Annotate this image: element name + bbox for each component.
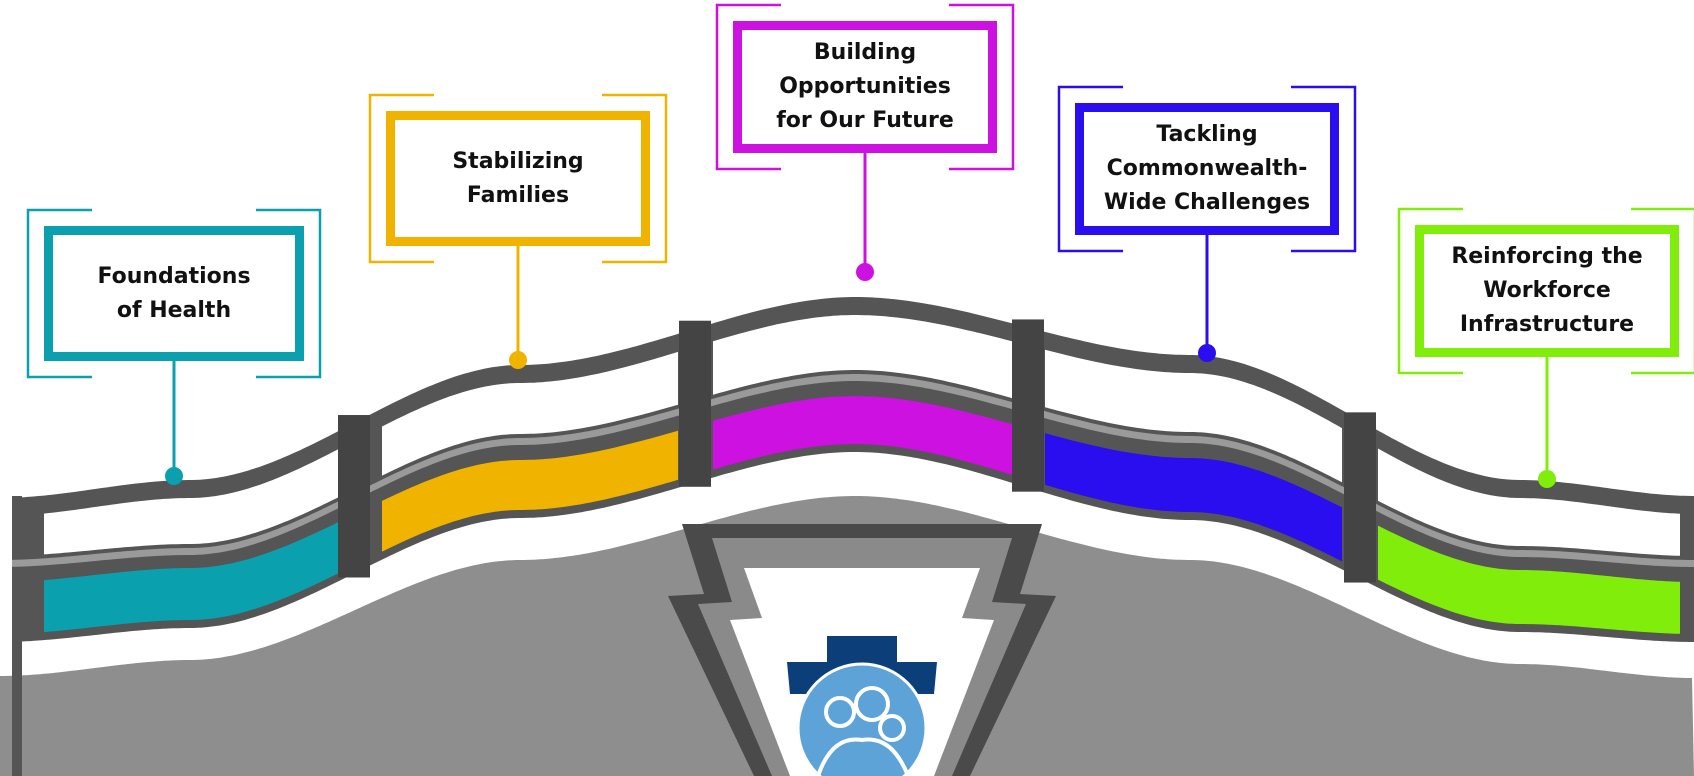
bracket-left-foundations (26, 208, 92, 379)
bracket-right-building (949, 3, 1015, 171)
bridge-color-band-stabilizing (382, 430, 678, 552)
pillar-label-foundations: Foundations of Health (97, 263, 251, 323)
pillar-label-building: Building Opportunities for Our Future (776, 40, 954, 133)
bridge-post-3 (1012, 319, 1044, 492)
bridge-left-edge (12, 496, 22, 776)
bridge-color-band-reinforcing (1378, 525, 1680, 634)
bridge-window-reinforcing (1378, 448, 1680, 556)
bridge-layer (0, 297, 1694, 776)
bracket-left-building (715, 3, 781, 171)
pillar-label-reinforcing: Reinforcing the Workforce Infrastructure (1451, 244, 1643, 337)
bridge-post-2 (679, 320, 711, 487)
pillar-label-stabilizing: Stabilizing Families (452, 148, 584, 208)
bridge-rail (12, 297, 1694, 642)
pillar-box-stabilizing: Stabilizing Families (386, 111, 650, 246)
connector-dot-building (856, 263, 874, 281)
connector-dot-tackling (1198, 344, 1216, 362)
bridge-color-band-building (713, 396, 1012, 475)
family-emblem (798, 664, 926, 776)
bridge-post-4 (1344, 412, 1376, 583)
family-emblem-ring (796, 662, 928, 776)
bracket-left-reinforcing (1397, 207, 1463, 375)
bracket-left-tackling (1057, 85, 1123, 253)
connector-dot-foundations (165, 467, 183, 485)
family-emblem-figure-3 (878, 714, 906, 742)
pillar-label-tackling: Tackling Commonwealth- Wide Challenges (1103, 122, 1311, 215)
connector-layer (26, 3, 1694, 488)
connector-dot-reinforcing (1538, 470, 1556, 488)
family-emblem-figure-2 (854, 686, 890, 722)
bracket-right-tackling (1291, 85, 1357, 253)
pillar-box-reinforcing: Reinforcing the Workforce Infrastructure (1415, 225, 1679, 357)
pillar-box-building: Building Opportunities for Our Future (733, 21, 997, 153)
bridge-window-foundations (44, 444, 348, 555)
family-emblem-arm (816, 737, 910, 776)
bridge-window-stabilizing (382, 351, 678, 476)
bracket-left-stabilizing (368, 93, 434, 264)
bracket-right-reinforcing (1631, 207, 1694, 375)
bracket-right-foundations (256, 208, 322, 379)
pillar-box-tackling: Tackling Commonwealth- Wide Challenges (1075, 103, 1339, 235)
bridge-window-building (713, 315, 1012, 399)
bracket-right-stabilizing (602, 93, 668, 264)
bridge-color-band-foundations (44, 517, 348, 633)
pillar-box-foundations: Foundations of Health (44, 226, 304, 361)
bridge-window-tackling (1045, 349, 1342, 483)
family-emblem-figure-1 (824, 696, 856, 728)
bridge-color-band-tackling (1045, 433, 1342, 562)
connector-dot-stabilizing (509, 351, 527, 369)
bridge-post-1 (338, 415, 370, 578)
